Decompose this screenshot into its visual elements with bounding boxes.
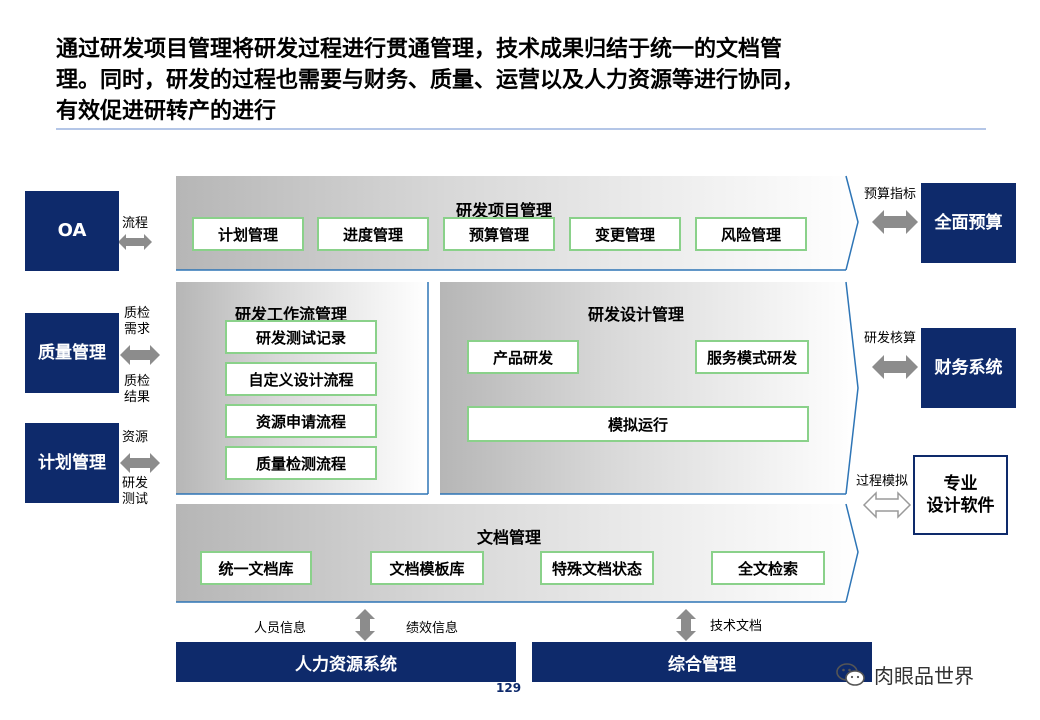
watermark-text: 肉眼品世界 xyxy=(874,664,974,688)
project-item-plan: 计划管理 xyxy=(192,217,304,251)
workflow-item-test-record: 研发测试记录 xyxy=(225,320,377,354)
title-divider xyxy=(56,128,986,130)
performance-info-label: 绩效信息 xyxy=(406,621,459,636)
finance-system-box: 财务系统 xyxy=(921,328,1016,408)
workflow-panel-title: 研发工作流管理 xyxy=(235,305,348,324)
project-item-progress: 进度管理 xyxy=(317,217,429,251)
plan-management-box: 计划管理 xyxy=(25,423,119,503)
rd-accounting-label: 研发核算 xyxy=(864,331,917,346)
project-item-risk: 风险管理 xyxy=(695,217,807,251)
budget-indicator-label: 预算指标 xyxy=(864,187,917,202)
general-management-bar: 综合管理 xyxy=(532,642,872,682)
project-panel-title: 研发项目管理 xyxy=(456,201,553,220)
hr-system-bar: 人力资源系统 xyxy=(176,642,516,682)
full-budget-box: 全面预算 xyxy=(921,183,1016,263)
workflow-item-quality-check: 质量检测流程 xyxy=(225,446,377,480)
outline-double-arrow-icon xyxy=(862,491,912,519)
double-arrow-icons xyxy=(118,210,918,641)
oa-box: OA xyxy=(25,191,119,271)
resource-label: 资源 xyxy=(122,430,149,445)
people-info-label: 人员信息 xyxy=(254,621,307,636)
design-item-simulation: 模拟运行 xyxy=(467,406,809,442)
design-item-service: 服务模式研发 xyxy=(695,340,809,374)
docs-item-unified-library: 统一文档库 xyxy=(200,551,312,585)
workflow-item-resource-request: 资源申请流程 xyxy=(225,404,377,438)
docs-item-fulltext-search: 全文检索 xyxy=(711,551,825,585)
docs-item-template-library: 文档模板库 xyxy=(370,551,484,585)
test-label: 研发 测试 xyxy=(122,476,149,507)
oa-flow-label: 流程 xyxy=(122,216,149,231)
project-item-change: 变更管理 xyxy=(569,217,681,251)
design-panel-title: 研发设计管理 xyxy=(588,305,685,324)
docs-item-special-status: 特殊文档状态 xyxy=(540,551,654,585)
quality-result-label: 质检 结果 xyxy=(124,374,151,405)
design-software-box: 专业 设计软件 xyxy=(913,455,1008,535)
quality-management-box: 质量管理 xyxy=(25,313,119,393)
page-number: 129 xyxy=(496,681,522,695)
project-item-budget: 预算管理 xyxy=(443,217,555,251)
docs-panel-shape xyxy=(176,504,858,602)
watermark: 肉眼品世界 xyxy=(836,660,974,689)
page-title: 通过研发项目管理将研发过程进行贯通管理，技术成果归结于统一的文档管理。同时，研发… xyxy=(56,37,805,124)
tech-docs-label: 技术文档 xyxy=(710,619,763,634)
design-item-product: 产品研发 xyxy=(467,340,579,374)
wechat-icon xyxy=(836,662,865,686)
process-simulation-label: 过程模拟 xyxy=(856,474,909,489)
quality-request-label: 质检 需求 xyxy=(124,306,151,337)
docs-panel-title: 文档管理 xyxy=(477,528,542,547)
workflow-item-custom-design: 自定义设计流程 xyxy=(225,362,377,396)
